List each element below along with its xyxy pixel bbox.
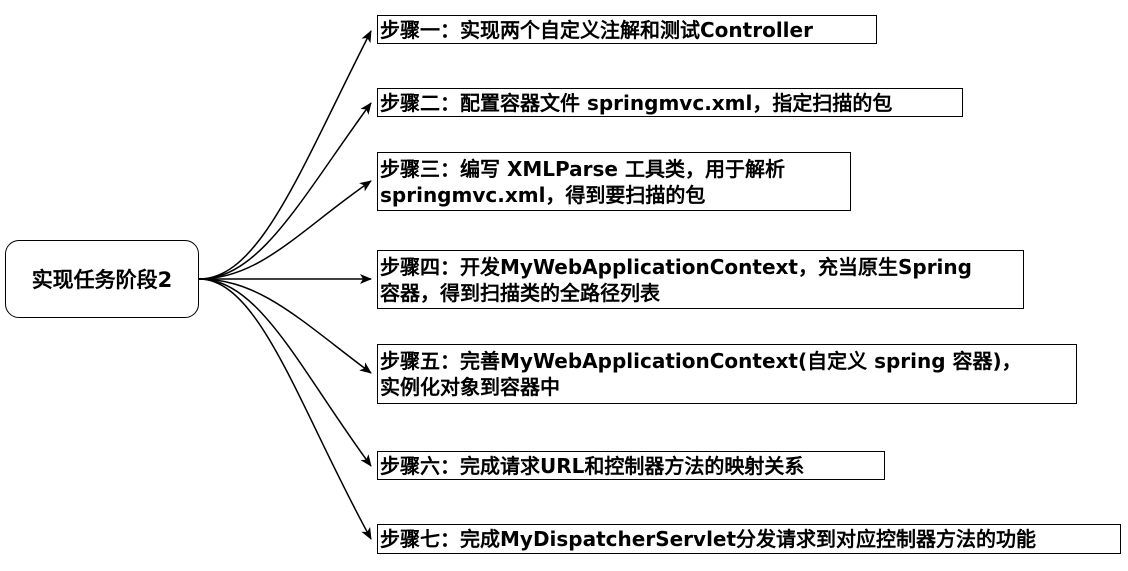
- connector-step-5: [198, 278, 372, 374]
- step-4-box: 步骤四：开发MyWebApplicationContext，充当原生Spring…: [377, 250, 1024, 309]
- connector-step-2: [198, 102, 372, 280]
- connector-step-1: [198, 30, 372, 280]
- step-3-label: 步骤三：编写 XMLParse 工具类，用于解析 springmvc.xml，得…: [380, 156, 785, 207]
- root-label: 实现任务阶段2: [31, 268, 173, 292]
- step-7-label: 步骤七：完成MyDispatcherServlet分发请求到对应控制器方法的功能: [380, 527, 1037, 551]
- step-1-label: 步骤一：实现两个自定义注解和测试Controller: [380, 17, 813, 42]
- step-4-label: 步骤四：开发MyWebApplicationContext，充当原生Spring…: [380, 254, 972, 305]
- step-3-box: 步骤三：编写 XMLParse 工具类，用于解析 springmvc.xml，得…: [377, 152, 851, 211]
- step-7-box: 步骤七：完成MyDispatcherServlet分发请求到对应控制器方法的功能: [377, 524, 1121, 554]
- step-1-box: 步骤一：实现两个自定义注解和测试Controller: [377, 15, 877, 44]
- step-2-label: 步骤二：配置容器文件 springmvc.xml，指定扫描的包: [380, 90, 893, 115]
- step-5-box: 步骤五：完善MyWebApplicationContext(自定义 spring…: [377, 344, 1077, 404]
- step-2-box: 步骤二：配置容器文件 springmvc.xml，指定扫描的包: [377, 88, 963, 117]
- step-6-box: 步骤六：完成请求URL和控制器方法的映射关系: [377, 451, 885, 480]
- step-5-label: 步骤五：完善MyWebApplicationContext(自定义 spring…: [380, 349, 1022, 399]
- connector-step-6: [198, 278, 372, 467]
- step-6-label: 步骤六：完成请求URL和控制器方法的映射关系: [380, 453, 805, 478]
- connector-step-3: [198, 180, 372, 280]
- root-node: 实现任务阶段2: [5, 240, 199, 318]
- connector-step-7: [198, 278, 372, 540]
